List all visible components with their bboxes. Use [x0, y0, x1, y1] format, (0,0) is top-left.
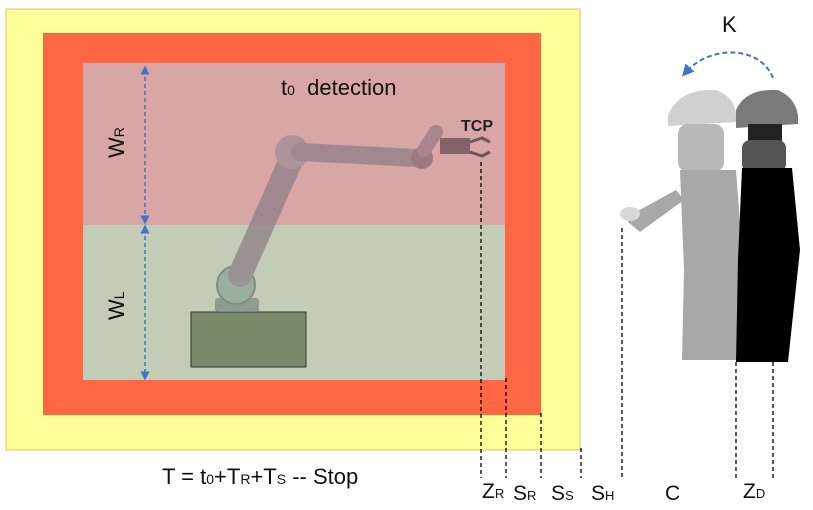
person-dark: [736, 89, 800, 362]
k-arrow: [682, 51, 774, 79]
wr-label: WR: [104, 127, 129, 158]
label-sr: SR: [513, 482, 536, 505]
detection-title: t0 detection: [281, 75, 396, 100]
tcp-label: TCP: [461, 118, 493, 135]
label-c: C: [665, 482, 680, 505]
stop-formula: T = t0+TR+TS -- Stop: [162, 464, 358, 489]
label-zd: ZD: [743, 480, 765, 503]
person-light: [620, 89, 742, 360]
robot-arm: [215, 125, 491, 312]
wl-label: WL: [104, 291, 129, 320]
k-label: K: [722, 12, 737, 37]
label-ss: SS: [551, 482, 574, 505]
robot-base-box: [190, 311, 307, 368]
label-sh: SH: [591, 482, 614, 505]
label-zr: ZR: [482, 480, 504, 503]
